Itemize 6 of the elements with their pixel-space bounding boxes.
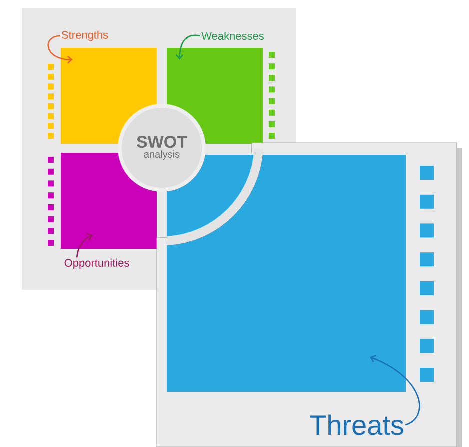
curved-arrow [370,355,420,426]
quadrant-label: Strengths [62,30,108,42]
quadrant-label: Threats [310,414,404,436]
curved-arrow [176,34,200,60]
quadrant-label: Weaknesses [202,32,264,40]
quadrant-label: Opportunities [64,258,130,270]
